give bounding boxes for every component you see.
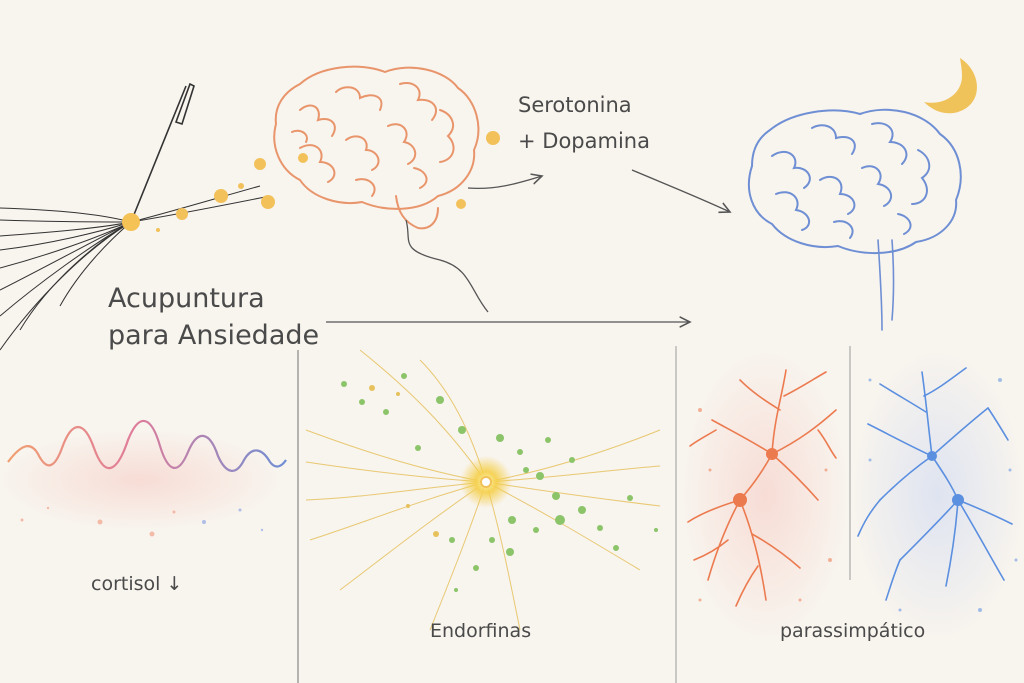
brain-icon [273, 65, 480, 230]
nerve-connector [405, 219, 489, 313]
title-line-1: Acupuntura [108, 283, 265, 314]
panel-dividers [297, 346, 851, 683]
acupuncture-needle-icon [130, 82, 195, 223]
title-line-2: para Ansiedade [108, 320, 320, 351]
nerve-fibers [0, 185, 271, 351]
neurotransmitter-label-dopamine: + Dopamina [518, 129, 650, 153]
neurotransmitter-label-serotonin: Serotonina [518, 93, 632, 117]
parasympathetic-label: parassimpático [780, 620, 926, 642]
energy-particles [122, 131, 500, 232]
flow-arrows [326, 169, 730, 322]
calm-brain-icon [747, 108, 962, 331]
cortisol-label: cortisol ↓ [91, 573, 183, 595]
endorphins-label: Endorfinas [430, 620, 532, 642]
moon-icon [924, 58, 977, 114]
parasympathetic-neurons [682, 350, 1024, 640]
neuron-icon [687, 369, 837, 607]
endorphin-burst [305, 349, 661, 631]
cortisol-wave [0, 419, 287, 537]
